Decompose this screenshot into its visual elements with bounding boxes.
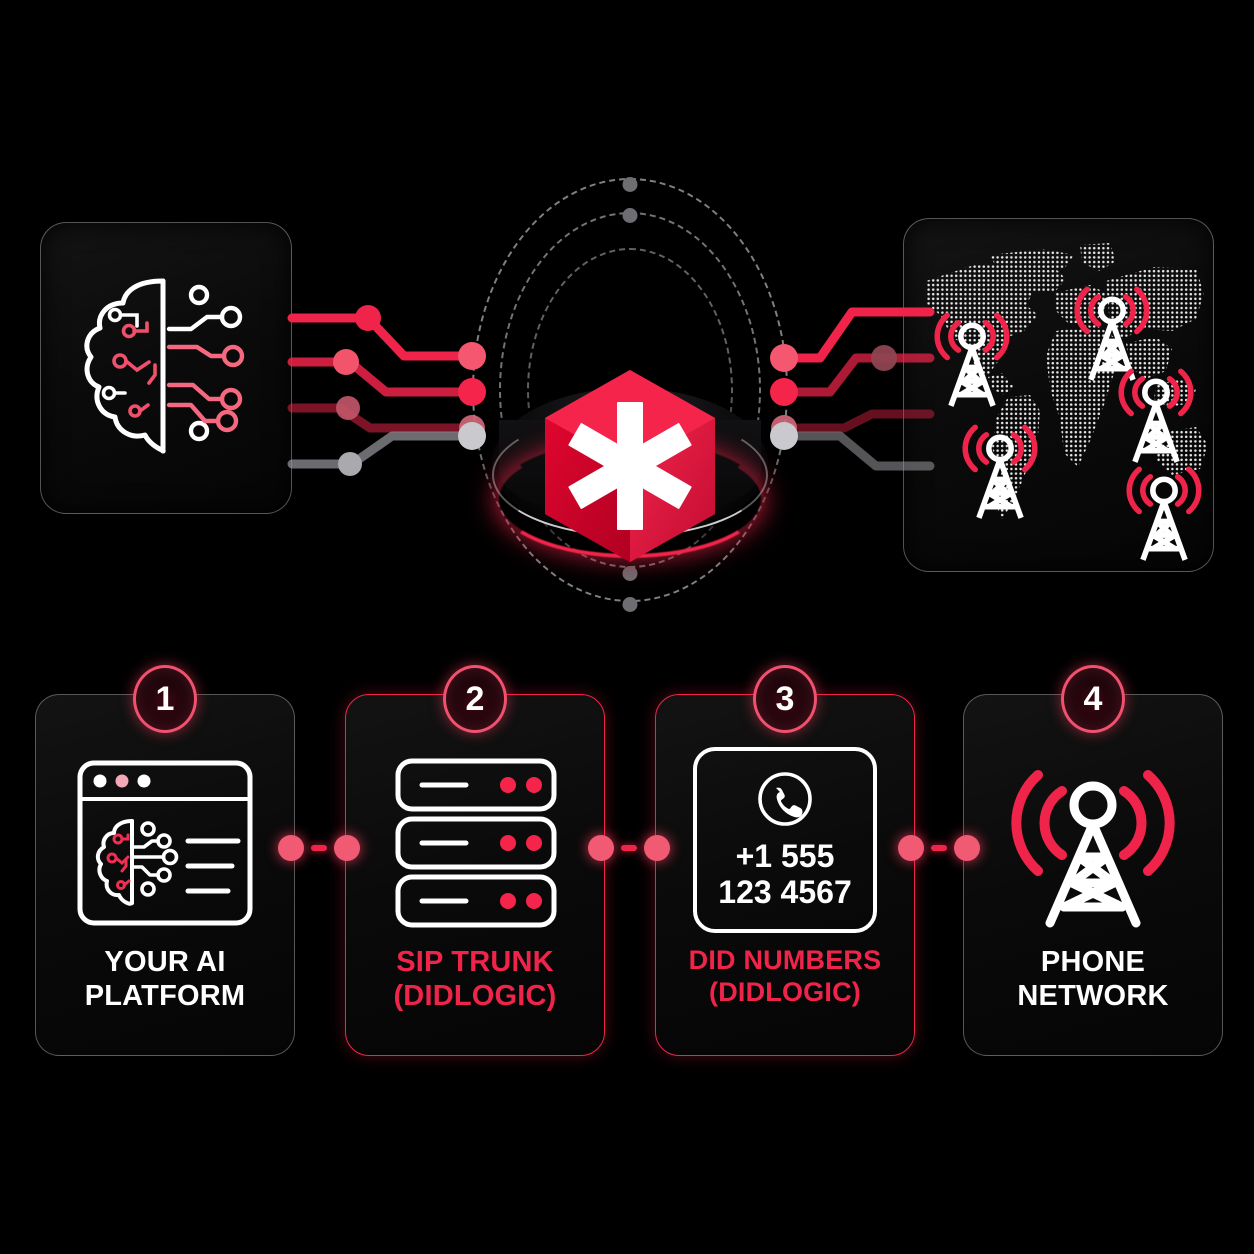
step-label-2: SIP TRUNK(DIDLOGIC) <box>393 946 557 1013</box>
window-dot-2 <box>115 774 129 788</box>
asterisk-hub[interactable] <box>470 170 790 612</box>
step-badge-3: 3 <box>753 665 817 733</box>
map-tower-group <box>934 286 1202 561</box>
link-dot-left <box>898 835 924 861</box>
link-dot-right <box>644 835 670 861</box>
dotted-world-map <box>904 219 1213 571</box>
link-dot-right <box>334 835 360 861</box>
left-wire-nodes <box>333 305 486 476</box>
orbit-dot-top-outer <box>622 177 638 192</box>
did-number-line1: +1 555 <box>735 837 835 874</box>
link-dot-left <box>278 835 304 861</box>
card-link-2-3 <box>588 835 670 865</box>
step-badge-1: 1 <box>133 665 197 733</box>
link-dash <box>311 845 327 851</box>
link-dash <box>931 845 947 851</box>
phone-handset-icon <box>758 771 812 826</box>
step-card-sip-trunk[interactable]: 2 SIP TRUNK(DIDLOGIC) <box>345 665 605 1056</box>
cell-tower-icon <box>1011 770 1175 928</box>
link-dot-left <box>588 835 614 861</box>
ai-brain-panel[interactable] <box>40 222 292 514</box>
orbit-dot-bottom-outer <box>622 597 638 612</box>
card-link-1-2 <box>278 835 360 865</box>
phone-number-card-icon: +1 555 123 4567 <box>693 747 877 933</box>
global-network-map-panel[interactable] <box>903 218 1214 572</box>
step-label-3: DID NUMBERS(DIDLOGIC) <box>688 945 882 1007</box>
orbit-dot-bottom-inner <box>622 566 638 581</box>
orbit-dot-top-inner <box>622 208 638 223</box>
ai-brain-circuit-icon <box>84 278 245 454</box>
window-dot-3 <box>137 774 151 788</box>
did-number-line2: 123 4567 <box>718 874 852 910</box>
step-card-did-numbers[interactable]: 3 +1 555 123 4567 DID NUMBERS(DIDLOGIC) <box>655 665 915 1056</box>
browser-window-ai-icon <box>77 760 253 926</box>
card-link-3-4 <box>898 835 980 865</box>
asterisk-hexagon-logo <box>545 370 715 562</box>
link-dot-right <box>954 835 980 861</box>
server-rack-icon <box>395 758 557 928</box>
step-badge-4: 4 <box>1061 665 1125 733</box>
step-card-your-ai-platform[interactable]: 1 <box>35 665 295 1056</box>
step-badge-2: 2 <box>443 665 507 733</box>
link-dash <box>621 845 637 851</box>
window-dot-1 <box>93 774 107 788</box>
